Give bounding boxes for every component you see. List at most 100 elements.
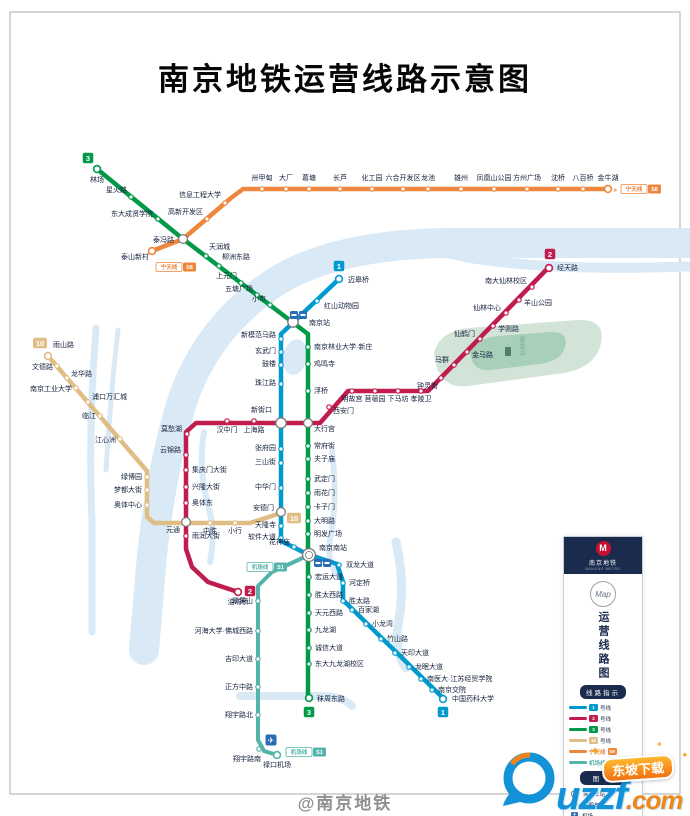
station-dot bbox=[278, 362, 284, 368]
line-S1 bbox=[256, 553, 311, 757]
station-dot bbox=[305, 531, 311, 537]
station-dot bbox=[305, 344, 311, 350]
station-label: 化工园 bbox=[362, 173, 383, 182]
station-label: 新模范马路 bbox=[241, 330, 276, 339]
legend-line-name: 机场线 bbox=[589, 760, 606, 767]
station-dot bbox=[216, 263, 222, 269]
line-S8 bbox=[149, 186, 611, 254]
station-dot bbox=[128, 194, 134, 200]
station-label: 下马坊 bbox=[388, 394, 409, 403]
line-name-badge bbox=[620, 184, 648, 194]
station-dot bbox=[306, 574, 312, 580]
line-number-badge-label: 10 bbox=[290, 514, 298, 523]
legend-line-swatch bbox=[569, 717, 587, 720]
station-dot bbox=[183, 533, 189, 539]
station-dot bbox=[64, 375, 70, 381]
station-dot bbox=[306, 610, 312, 616]
station-dot bbox=[349, 607, 355, 613]
station-label: 学则路 bbox=[498, 324, 519, 333]
station-label: 柳洲东路 bbox=[222, 252, 250, 261]
station-dot bbox=[438, 375, 444, 381]
station-dot bbox=[418, 676, 424, 682]
station-dot bbox=[144, 487, 150, 493]
legend-symbol-label: 一般车站 bbox=[583, 802, 606, 809]
interchange-station bbox=[303, 418, 314, 429]
line-name-badge bbox=[155, 262, 183, 272]
interchange-station bbox=[181, 516, 192, 527]
station-dot bbox=[305, 490, 311, 496]
line-10 bbox=[45, 353, 284, 526]
station-dot bbox=[267, 302, 273, 308]
station-dot bbox=[490, 323, 496, 329]
interchange-symbol-icon bbox=[571, 789, 579, 798]
legend-line-code: S8 bbox=[607, 748, 617, 755]
station-dot bbox=[306, 186, 312, 192]
uzzf-badge: 东坡下载 bbox=[601, 753, 675, 784]
line-number-badge-label: 10 bbox=[36, 339, 44, 348]
line-code-badge bbox=[313, 747, 326, 757]
station-label: 天印大道 bbox=[401, 648, 429, 657]
terminus-station bbox=[544, 263, 554, 273]
airport-icon bbox=[265, 734, 277, 746]
station-label: 禄口机场 bbox=[263, 760, 291, 769]
station-dot bbox=[451, 362, 457, 368]
railway-icon-bar bbox=[324, 562, 330, 564]
station-label: 龙池 bbox=[421, 173, 435, 182]
station-label: 羊山公园 bbox=[524, 298, 552, 307]
station-dot bbox=[54, 363, 60, 369]
station-dot bbox=[184, 431, 190, 437]
station-dot bbox=[363, 621, 369, 627]
station-dot bbox=[395, 388, 401, 394]
station-dot bbox=[278, 535, 284, 541]
station-dot bbox=[503, 310, 509, 316]
map-badge-icon: Map bbox=[590, 581, 616, 607]
station-label: 南医大·江苏经贸学院 bbox=[427, 674, 492, 683]
line-name-badge-label: 宁天线 bbox=[161, 263, 178, 271]
station-label: 梦都大街 bbox=[114, 485, 142, 494]
star-icon: ✦ bbox=[656, 740, 663, 749]
station-label: 浮桥 bbox=[314, 386, 328, 395]
interchange-station bbox=[276, 507, 287, 518]
line-code-badge-label: S1 bbox=[277, 565, 284, 571]
station-label: 凤凰山公园 bbox=[477, 173, 512, 182]
station-label: 南京交院 bbox=[438, 685, 466, 694]
station-label: 葛塘 bbox=[302, 173, 316, 182]
legend-line-swatch bbox=[569, 750, 587, 753]
station-label: 明发广场 bbox=[314, 529, 342, 538]
station-label: 汉中门 bbox=[217, 425, 238, 434]
legend-symbol-label: 换乘车站 bbox=[583, 791, 606, 798]
legend-symbol-entry: 一般车站 bbox=[564, 799, 642, 810]
star-icon: ✦ bbox=[681, 750, 689, 760]
station-label: 红山动物园 bbox=[324, 301, 359, 310]
station-dot bbox=[183, 500, 189, 506]
station-label: 迈皋桥 bbox=[348, 275, 369, 284]
station-dot bbox=[491, 186, 497, 192]
station-label: 仙鹤门 bbox=[454, 329, 475, 338]
station-dot bbox=[255, 628, 261, 634]
airport-symbol-icon: ✈ bbox=[571, 812, 578, 816]
station-dot bbox=[117, 436, 123, 442]
station-dot bbox=[305, 476, 311, 482]
river bbox=[129, 228, 690, 665]
interchange-hub bbox=[301, 547, 317, 563]
station-dot bbox=[305, 504, 311, 510]
station-label: 上海路 bbox=[244, 425, 265, 434]
station-dot bbox=[326, 404, 332, 410]
station-label: 长芦 bbox=[333, 173, 347, 182]
line-number-badge-label: 2 bbox=[548, 250, 552, 259]
station-dot bbox=[278, 349, 284, 355]
station-dot bbox=[255, 656, 261, 662]
station-symbol-icon bbox=[572, 802, 578, 807]
station-label: 南京南站 bbox=[319, 543, 347, 552]
station-dot bbox=[306, 592, 312, 598]
station-label: 信息工程大学 bbox=[179, 190, 221, 199]
station-label: 常府街 bbox=[314, 441, 335, 450]
station-label: 胜太西路 bbox=[315, 590, 343, 599]
station-label: 中国药科大学 bbox=[452, 694, 494, 703]
river bbox=[87, 324, 100, 636]
station-label: 龙华路 bbox=[71, 369, 92, 378]
station-dot bbox=[305, 361, 311, 367]
station-label: 奥体东 bbox=[192, 498, 213, 507]
